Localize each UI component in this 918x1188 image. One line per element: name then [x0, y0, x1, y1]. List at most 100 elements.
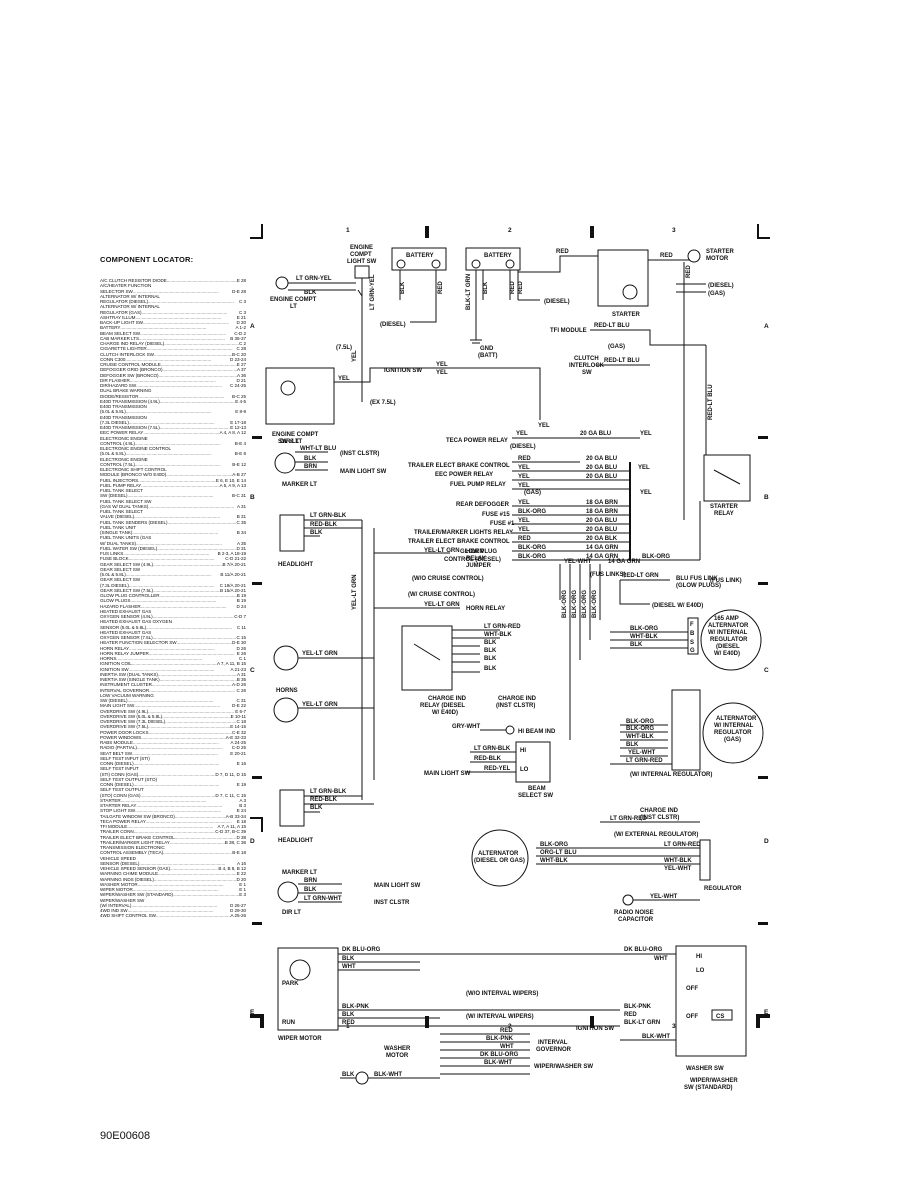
- locator-entry-name: CONTROL ASSEMBLY (TECA): [100, 850, 164, 856]
- wire-org-lt-blu: ORG-LT BLU: [540, 850, 577, 856]
- locator-entry: (5.0L & 5.8L)B 11/A 20-21: [100, 572, 246, 577]
- locator-entry-name: INERTIA SW (SINGLE TANK): [100, 677, 160, 682]
- wire-label: YEL: [518, 474, 530, 480]
- engine-compt-lt-label-1: ENGINE COMPT: [270, 297, 317, 303]
- locator-entry-ref: D-E 22: [232, 703, 246, 709]
- wire-yel-wht-3: YEL-WHT: [664, 866, 692, 872]
- locator-entry: TRAILER/MARKER LIGHT RELAYB 38, C 36: [100, 840, 246, 845]
- locator-entry-name: HEATED EXHAUST GAS: [100, 629, 152, 635]
- starter-motor-label-1: STARTER: [706, 249, 735, 255]
- wire-blk-lt-grn-2: BLK-LT GRN: [624, 1020, 660, 1026]
- locator-entry-name: WARNING CHIME MODULE: [100, 871, 159, 877]
- alt165-terminal-f: F: [690, 622, 694, 628]
- locator-entry: SW (DIESEL)C 31: [100, 698, 246, 703]
- inst-clstr-label-2: INST CLSTR: [374, 900, 410, 906]
- marker-lt-label-1: MARKER LT: [282, 482, 317, 488]
- wire-label: RED: [518, 456, 531, 462]
- locator-entry-name: SELF TEST OUTPUT (STO): [100, 776, 158, 782]
- locator-entry-name: DIR/HAZARD SW: [100, 383, 137, 388]
- wiper-washer-std-label-1: WIPER/WASHER: [690, 1078, 738, 1084]
- alt165-label-1: 165 AMP: [714, 616, 739, 622]
- locator-entry: A/C/HEATER FUNCTION: [100, 283, 246, 288]
- charge-ind-inst-label-2: (INST CLSTR): [496, 703, 535, 709]
- engine-compt-light-sw-label-3: LIGHT SW: [347, 259, 377, 265]
- component-locator: COMPONENT LOCATOR: A/C CLUTCH RESISTOR D…: [100, 255, 246, 919]
- locator-entry-name: CONN (DIESEL): [100, 761, 134, 766]
- locator-entry-name: IGNITION SW: [100, 666, 129, 672]
- engine-compt-light-sw-label-2: COMPT: [350, 252, 372, 258]
- locator-entry-name: TFI MODULE: [100, 824, 128, 829]
- glow-plug-label-2: CONTROL (DIESEL): [444, 557, 501, 563]
- gas-label-2: (GAS): [608, 344, 625, 350]
- locator-entry-name: HORNS: [100, 656, 117, 661]
- locator-entry: FUS LINKSB 2-3, A 18-19: [100, 551, 246, 556]
- locator-entry-name: 4WD SHIFT CONTROL SW: [100, 913, 156, 919]
- wire-18ga-brn-2: 18 GA BRN: [586, 509, 618, 515]
- wire-label: BLK: [342, 1012, 355, 1018]
- col-label-1: 1: [346, 227, 350, 234]
- locator-entry-name: GLOW PLUGS: [100, 598, 131, 604]
- locator-entry: INERTIA SW (SINGLE TANK)B 35: [100, 677, 246, 682]
- horn-1: [273, 645, 299, 671]
- diesel-label-4: (DIESEL): [510, 444, 536, 450]
- locator-entry-name: (GAS W/ DUAL TANKS): [100, 503, 149, 509]
- wiper-motor-label: WIPER MOTOR: [278, 1036, 322, 1042]
- locator-entry-name: SENSOR (DIESEL): [100, 860, 140, 866]
- locator-entry-name: DEFOGGER GRID (BRONCO): [100, 367, 163, 373]
- locator-entry-ref: B 34: [236, 530, 246, 535]
- locator-entry-name: E40D TRANSMISSION (4.9L): [100, 398, 160, 404]
- locator-entry-name: SELF TEST INPUT: [100, 766, 139, 772]
- locator-entry: (GAS W/ DUAL TANKS)A 31: [100, 504, 246, 509]
- locator-entry-ref: A 25-26: [230, 913, 247, 919]
- fuse-1-label: FUSE #1: [490, 521, 515, 527]
- locator-entry: (5.0L & 5.8L)E 8-9: [100, 409, 246, 414]
- locator-entry: INERTIA SW (DUAL TANKS)A 31: [100, 672, 246, 677]
- locator-entry-name: CHARGE IND RELAY (DIESEL): [100, 341, 165, 346]
- locator-entry-ref: B 2-3, A 18-19: [217, 551, 246, 556]
- wire-label: BLK: [310, 530, 323, 536]
- wire-blk-org-3: BLK-ORG: [518, 554, 546, 560]
- locator-entry-name: MAIN LIGHT SW: [100, 703, 135, 709]
- headlight-2-section: LT GRN-BLK RED-BLK BLK HEADLIGHT: [278, 789, 374, 844]
- locator-entry: DEFOGGER GRID (BRONCO)A 37: [100, 367, 246, 372]
- alt-gas-label-1: ALTERNATOR: [716, 716, 757, 722]
- wire-label: BLK: [310, 805, 323, 811]
- locator-entry-name: OVERDRIVE SW (7.5L): [100, 724, 149, 730]
- wire-blk-org-5: BLK-ORG: [630, 626, 658, 632]
- wire-label: YEL: [518, 518, 530, 524]
- charge-ind-relay: [401, 625, 453, 691]
- battery-1: [391, 247, 447, 271]
- locator-entry-ref: C 24-25: [230, 383, 246, 388]
- wire-blk-org-7: BLK-ORG: [626, 726, 654, 732]
- locator-entry: ASHTRAY ILLUME 21: [100, 315, 246, 320]
- locator-entry: (5.0L & 5.8L)B-E 8: [100, 451, 246, 456]
- alternator-165-section: BLK-ORG BLK-ORG BLK-ORG BLK-ORG YEL-WHT …: [559, 559, 762, 740]
- relay-fuse-panel: TECA POWER RELAY YEL 20 GA BLU YEL YEL (…: [408, 423, 742, 584]
- col-label-3: 3: [672, 227, 676, 234]
- row-label-a: A: [250, 323, 255, 330]
- wire-label: RED: [438, 281, 444, 294]
- wire-red-blk-3: RED-BLK: [310, 797, 338, 803]
- horn-relay-jumper-label-1: HORN: [466, 549, 484, 555]
- regulator: [699, 839, 711, 881]
- wire-blk-org-8: BLK-ORG: [540, 842, 568, 848]
- wire-label: BLK: [484, 656, 497, 662]
- locator-entry: (7.3L DIESEL)C 19/A 20-21: [100, 583, 246, 588]
- locator-entry: DUAL BRAKE WARNING: [100, 388, 246, 393]
- wire-14ga-grn-3: 14 GA GRN: [608, 559, 640, 565]
- starter-motor: [687, 249, 701, 263]
- locator-entry-ref: C 26: [236, 687, 246, 693]
- locator-entry: HORN RELAY JUMPERE 26: [100, 651, 246, 656]
- locator-entry-ref: C 28: [236, 346, 246, 352]
- locator-entry: FUEL TANK SELECT SW: [100, 499, 246, 504]
- wire-yel-lt-grn-3: YEL-LT GRN: [302, 651, 338, 657]
- wire-label: YEL: [338, 376, 350, 382]
- locator-entry-name: (7.3L DIESEL): [100, 419, 129, 425]
- row-label-d-right: D: [764, 838, 769, 845]
- fuel-pump-relay-label: FUEL PUMP RELAY: [450, 482, 506, 488]
- locator-entry: FUEL INJECTORSE 6, E 10, E 14: [100, 478, 246, 483]
- locator-entry-name: FUEL TANK SELECT: [100, 509, 144, 514]
- washer-motor-label-1: WASHER: [384, 1046, 411, 1052]
- alternator-gas-section: BLK-ORG BLK-ORG WHT-BLK BLK YEL-WHT ALTE…: [610, 689, 764, 778]
- locator-entry-name: (5.0L & 5.8L): [100, 451, 126, 457]
